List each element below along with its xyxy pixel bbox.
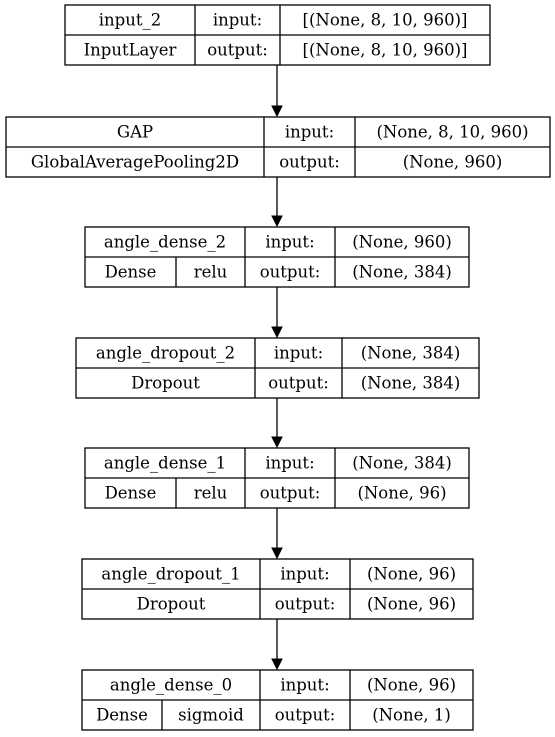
- output-label: output:: [268, 374, 329, 393]
- output-shape: (None, 96): [357, 484, 446, 503]
- layer-type: Dense: [105, 263, 157, 282]
- output-shape: (None, 96): [367, 595, 456, 614]
- layer-node-angle-dense-1: angle_dense_1 input: (None, 384) Dense relu o…: [84, 447, 470, 509]
- layer-name: GAP: [117, 123, 153, 142]
- input-shape: [(None, 8, 10, 960)]: [303, 11, 468, 30]
- layer-name: angle_dropout_1: [101, 565, 240, 584]
- edge-arrow: [271, 398, 283, 449]
- layer-node-angle-dropout-2: angle_dropout_2 input: (None, 384) Dropout o…: [75, 337, 480, 399]
- output-shape: (None, 1): [372, 706, 451, 725]
- input-shape: (None, 96): [367, 565, 456, 584]
- layer-name: angle_dense_1: [104, 454, 226, 473]
- input-shape: (None, 384): [352, 454, 452, 473]
- output-label: output:: [260, 484, 321, 503]
- layer-type: Dropout: [137, 595, 206, 614]
- layer-node-input-2: input_2 input: [(None, 8, 10, 960)] InputLa…: [64, 4, 491, 66]
- output-shape: (None, 960): [403, 153, 503, 172]
- layer-node-angle-dense-0: angle_dense_0 input: (None, 96) Dense sigmoi…: [81, 669, 474, 731]
- output-shape: (None, 384): [361, 374, 461, 393]
- input-label: input:: [274, 344, 323, 363]
- output-label: output:: [207, 41, 268, 60]
- activation: sigmoid: [178, 706, 244, 725]
- input-label: input:: [285, 123, 334, 142]
- layer-type: GlobalAveragePooling2D: [31, 153, 239, 172]
- layer-name: angle_dense_2: [104, 233, 226, 252]
- edge-arrow: [271, 508, 283, 560]
- edge-arrow: [271, 619, 283, 671]
- layer-node-angle-dropout-1: angle_dropout_1 input: (None, 96) Dropout ou…: [81, 558, 474, 620]
- arrowhead-icon: [271, 105, 283, 118]
- layer-type: Dense: [105, 484, 157, 503]
- layer-type: Dense: [96, 706, 148, 725]
- input-label: input:: [265, 454, 314, 473]
- input-shape: (None, 960): [352, 233, 452, 252]
- layer-node-GAP: GAP input: (None, 8, 10, 960) GlobalAverage…: [5, 116, 551, 178]
- input-label: input:: [280, 676, 329, 695]
- output-shape: [(None, 8, 10, 960)]: [303, 41, 468, 60]
- layer-name: angle_dense_0: [110, 676, 232, 695]
- layer-type: Dropout: [131, 374, 200, 393]
- arrowhead-icon: [271, 547, 283, 560]
- layer-type: InputLayer: [84, 41, 177, 60]
- output-shape: (None, 384): [352, 263, 452, 282]
- edge-arrow: [271, 65, 283, 118]
- activation: relu: [194, 484, 228, 503]
- input-label: input:: [265, 233, 314, 252]
- input-shape: (None, 8, 10, 960): [376, 123, 528, 142]
- input-shape: (None, 384): [361, 344, 461, 363]
- output-label: output:: [275, 595, 336, 614]
- output-label: output:: [260, 263, 321, 282]
- layer-name: input_2: [99, 11, 161, 30]
- input-shape: (None, 96): [367, 676, 456, 695]
- arrowhead-icon: [271, 326, 283, 339]
- arrowhead-icon: [271, 436, 283, 449]
- input-label: input:: [280, 565, 329, 584]
- arrowhead-icon: [271, 658, 283, 671]
- edge-arrow: [271, 177, 283, 228]
- input-label: input:: [213, 11, 262, 30]
- arrowhead-icon: [271, 215, 283, 228]
- output-label: output:: [275, 706, 336, 725]
- edge-arrow: [271, 287, 283, 339]
- output-label: output:: [279, 153, 340, 172]
- layer-node-angle-dense-2: angle_dense_2 input: (None, 960) Dense relu o…: [84, 226, 470, 288]
- layer-name: angle_dropout_2: [96, 344, 235, 363]
- activation: relu: [194, 263, 228, 282]
